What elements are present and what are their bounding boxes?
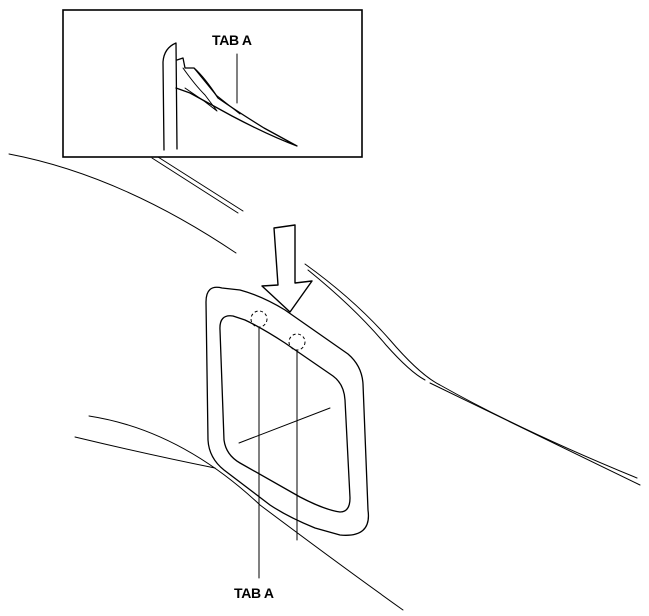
- inset-tab-inner: [182, 67, 218, 112]
- inset-detail: TAB A: [62, 9, 363, 158]
- window-inner-frame: [219, 315, 351, 513]
- body-contours: [8, 153, 641, 611]
- inset-tab-label: TAB A: [212, 32, 252, 48]
- upper-contour: [8, 153, 237, 254]
- lower-contour-b: [74, 436, 216, 469]
- tab-location-right: [288, 333, 306, 351]
- quarter-window: [205, 286, 370, 579]
- roof-edge-lower-b: [307, 269, 426, 381]
- roof-edge-upper-b: [157, 156, 244, 212]
- inset-panel-edge: [162, 42, 178, 151]
- roof-edge-upper-a: [151, 157, 239, 214]
- right-contour: [429, 382, 641, 486]
- window-outer-frame: [205, 286, 370, 536]
- tab-location-left: [250, 310, 268, 328]
- roof-edge-lower-a: [304, 263, 638, 479]
- install-direction-arrow: [261, 224, 313, 313]
- inset-frame: [62, 9, 363, 158]
- lower-contour-a: [88, 415, 404, 611]
- glass-reflection-line: [238, 407, 331, 444]
- main-tab-label: TAB A: [234, 585, 274, 601]
- inset-tab-ridge: [193, 67, 241, 115]
- inset-tab-clip: [175, 57, 298, 147]
